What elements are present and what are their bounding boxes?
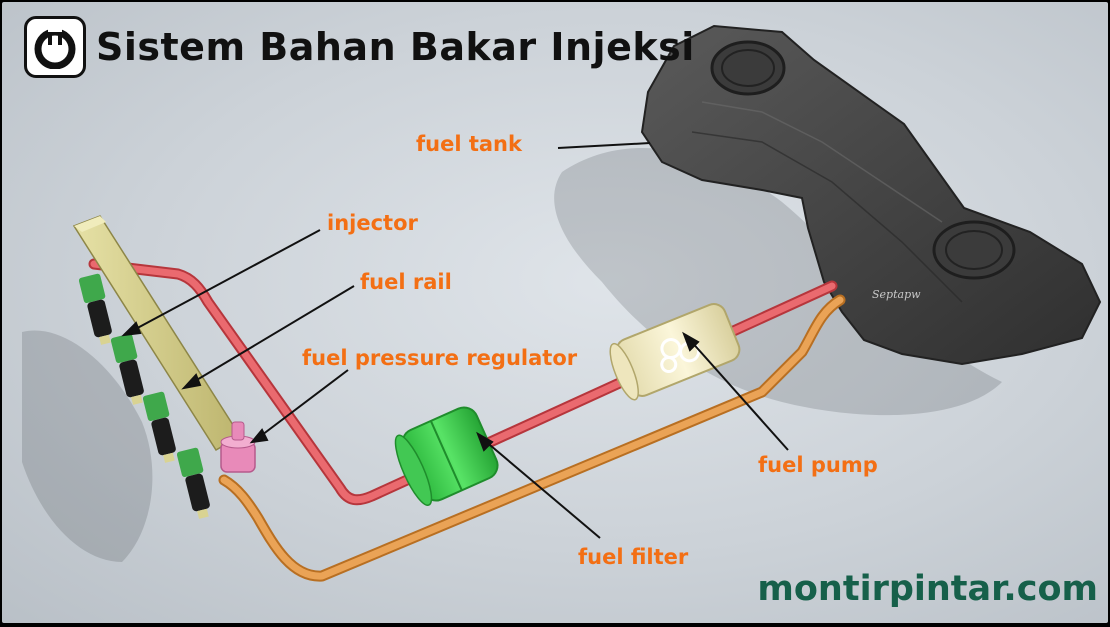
header: Sistem Bahan Bakar Injeksi <box>24 14 695 80</box>
logo <box>24 16 86 78</box>
leader-fuel-pump <box>689 339 789 451</box>
arrowhead-fuel-filter <box>476 431 494 452</box>
leader-fuel-filter <box>483 439 601 539</box>
arrowhead-injector <box>121 321 142 337</box>
fuel-pump-shape <box>609 303 741 401</box>
leader-fuel-rail <box>189 285 355 385</box>
arrowhead-fuel-pump <box>682 331 700 352</box>
label-fuel-filter: fuel filter <box>578 545 689 569</box>
brand-text: montirpintar.com <box>757 569 1098 609</box>
leader-lines <box>121 142 789 539</box>
label-fuel-pressure-regulator: fuel pressure regulator <box>302 346 578 370</box>
label-fuel-pump: fuel pump <box>758 453 878 477</box>
leader-injector <box>129 229 321 333</box>
injectors <box>78 273 210 519</box>
page-title: Sistem Bahan Bakar Injeksi <box>96 25 695 69</box>
wrench-socket-icon <box>34 27 76 69</box>
label-injector: injector <box>327 211 418 235</box>
fuel-filter-shape <box>394 406 499 506</box>
arrowhead-pressure-regulator <box>249 428 269 444</box>
fuel-pressure-regulator-shape <box>220 421 256 473</box>
leader-pressure-regulator <box>257 369 349 439</box>
arrowhead-fuel-rail <box>181 373 202 390</box>
label-fuel-tank: fuel tank <box>416 132 522 156</box>
leader-fuel-tank <box>557 142 651 149</box>
label-fuel-rail: fuel rail <box>360 270 452 294</box>
watermark-signature: Septapw <box>872 288 921 301</box>
fuel-tank-shape <box>640 24 1102 366</box>
